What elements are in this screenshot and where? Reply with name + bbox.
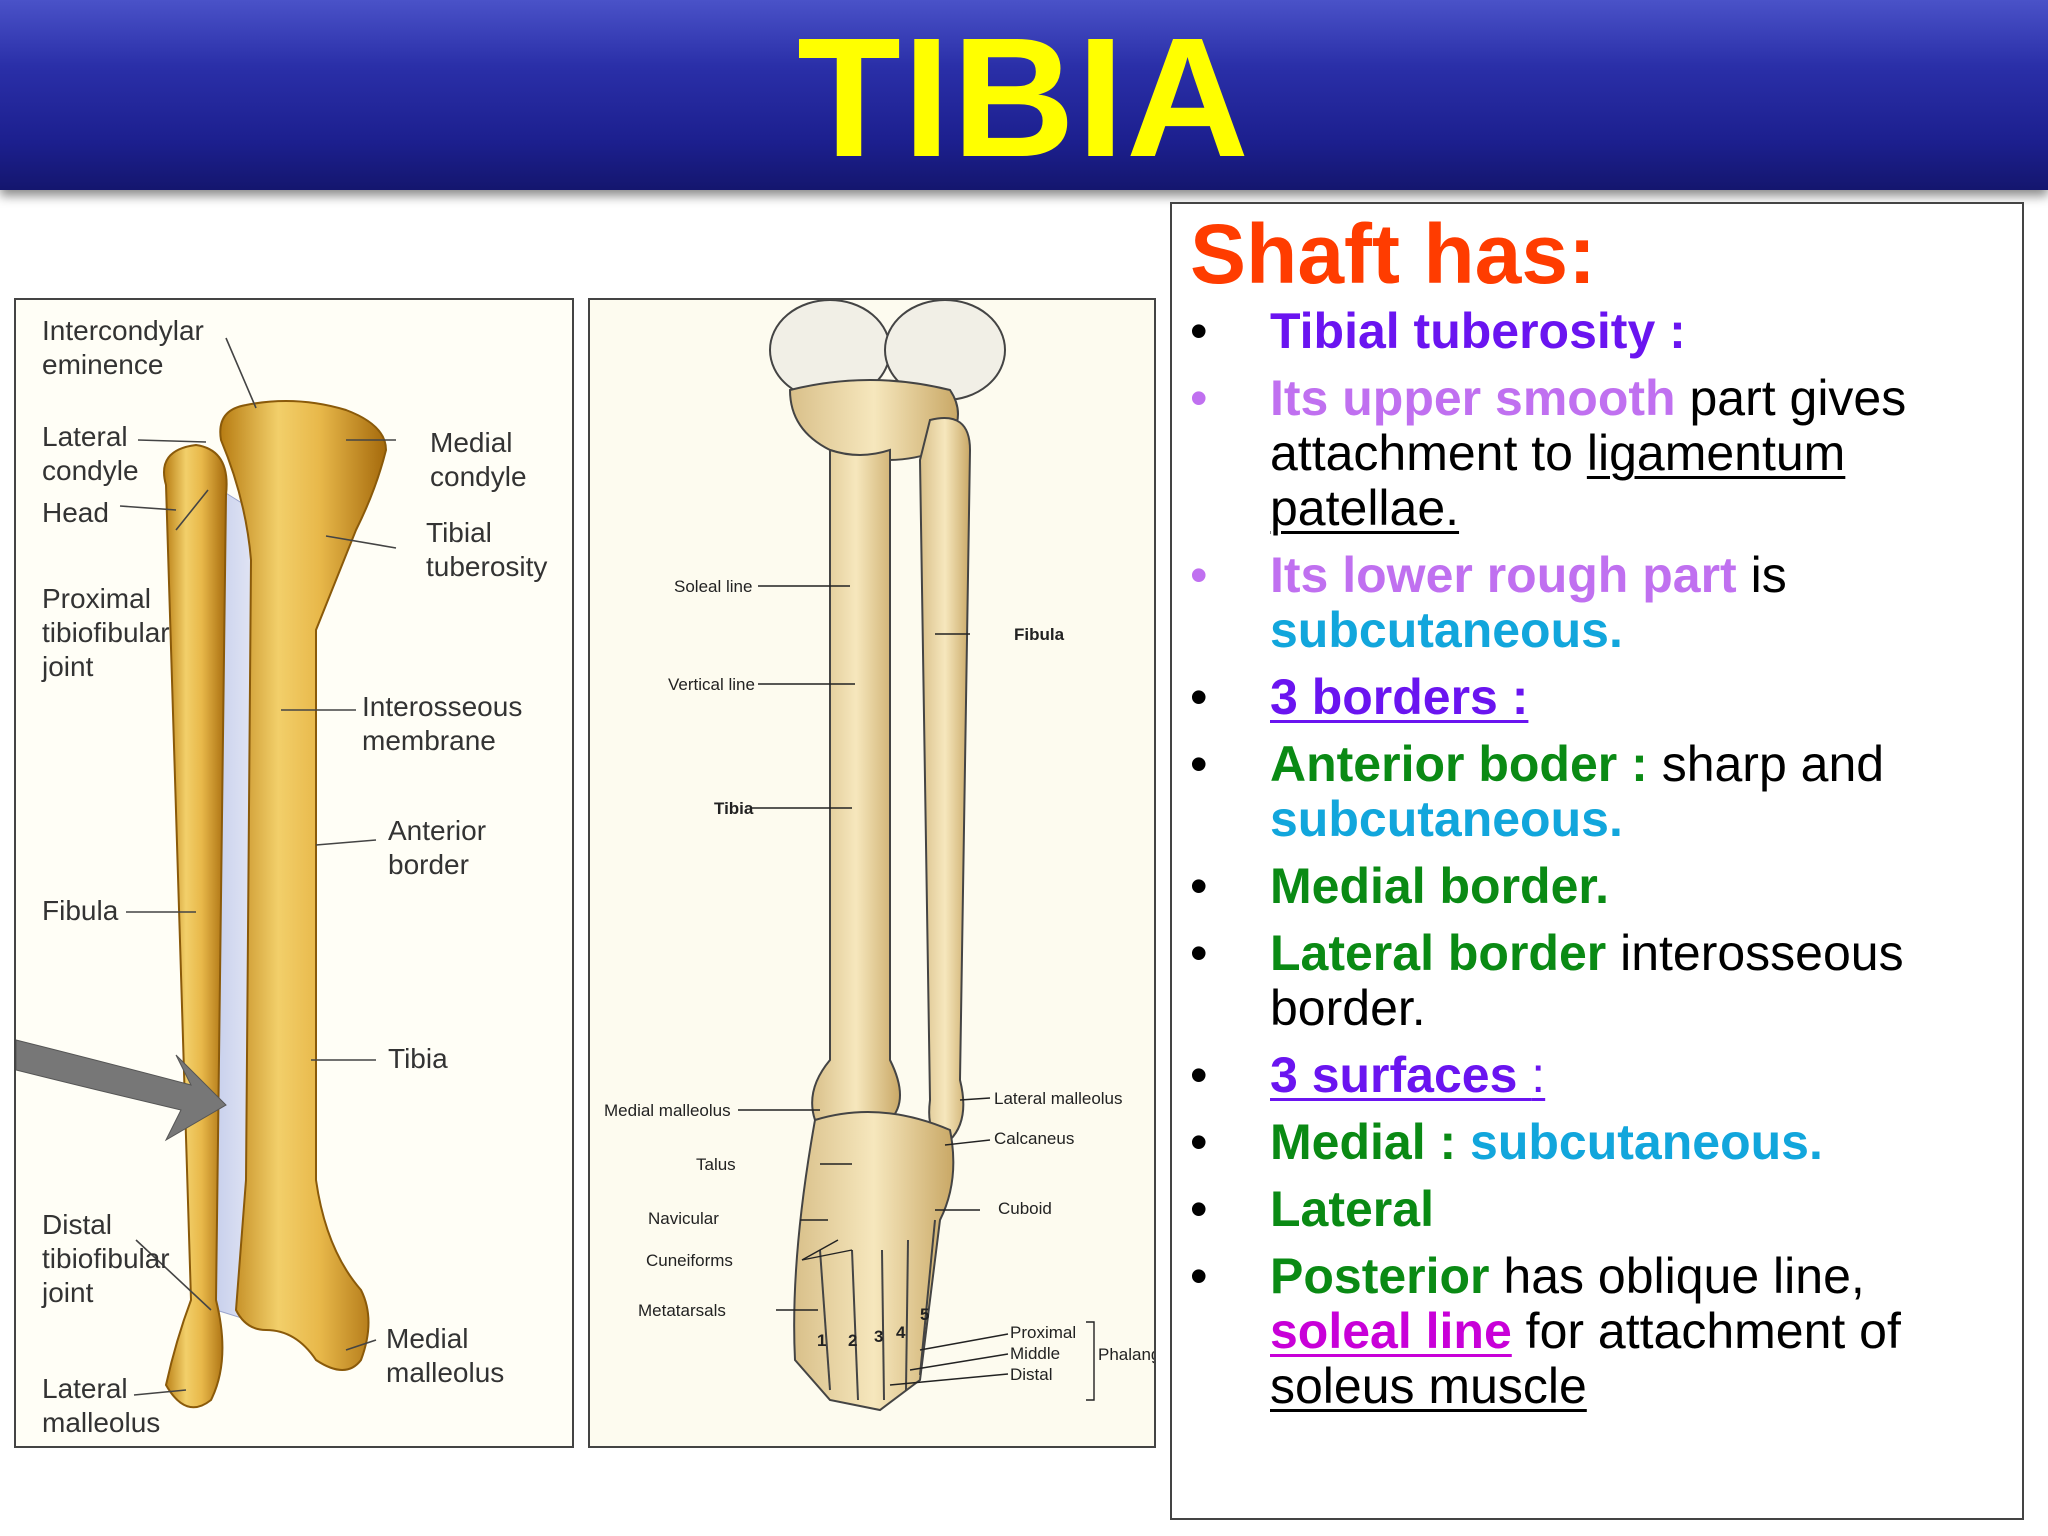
label-fibula: Fibula bbox=[42, 895, 119, 926]
bullet-text: Lateral bbox=[1270, 1181, 1434, 1237]
bullet-icon: • bbox=[1190, 925, 1208, 981]
bullet-text: has oblique line, bbox=[1489, 1248, 1865, 1304]
section-heading: Shaft has: bbox=[1190, 207, 1597, 301]
label-talus: Talus bbox=[696, 1155, 736, 1174]
bullet-text: 3 surfaces : bbox=[1270, 1047, 1545, 1103]
bullet-text: subcutaneous. bbox=[1270, 602, 1623, 658]
bullet-text: subcutaneous. bbox=[1270, 791, 1623, 847]
label-tibia: Tibia bbox=[714, 799, 754, 818]
label-metatarsals: Metatarsals bbox=[638, 1301, 726, 1320]
bullet-text: sharp and bbox=[1647, 736, 1885, 792]
label-lateral-malleolus: Lateral malleolus bbox=[994, 1089, 1123, 1108]
label-cuneiforms: Cuneiforms bbox=[646, 1251, 733, 1270]
bullet-text: soleal line bbox=[1270, 1303, 1512, 1359]
bullet-text: subcutaneous. bbox=[1470, 1114, 1823, 1170]
bullet-item: • Lateral bbox=[1172, 1182, 2022, 1237]
bullet-icon: • bbox=[1190, 303, 1208, 359]
bullet-item: • Posterior has oblique line, soleal line… bbox=[1172, 1249, 2022, 1414]
bullet-icon: • bbox=[1190, 669, 1208, 725]
bullet-icon: • bbox=[1190, 858, 1208, 914]
bullet-item: • Lateral border interosseous border. bbox=[1172, 926, 2022, 1036]
shaft-description-box: Shaft has: • Tibial tuberosity : • Its upp… bbox=[1170, 202, 2024, 1520]
bullet-item: • Its lower rough part is subcutaneous. bbox=[1172, 548, 2022, 658]
arrow-icon bbox=[16, 1039, 227, 1142]
label-navicular: Navicular bbox=[648, 1209, 719, 1228]
bullet-text: Medial : bbox=[1270, 1114, 1471, 1170]
bullet-item: • 3 borders : bbox=[1172, 670, 2022, 725]
bullet-item: • Tibial tuberosity : bbox=[1172, 304, 2022, 359]
bullet-item: • Its upper smooth part gives attachment … bbox=[1172, 371, 2022, 536]
bullet-text: Its upper smooth bbox=[1270, 370, 1676, 426]
bullet-text: Posterior bbox=[1270, 1248, 1490, 1304]
label-phalanges: Phalange bbox=[1098, 1345, 1154, 1364]
bullet-text: interosseous border. bbox=[1270, 925, 1904, 1036]
bullet-icon: • bbox=[1190, 1248, 1208, 1304]
label-tibial-tuberosity: Tibial tuberosity bbox=[426, 517, 548, 582]
bullet-text: Medial border. bbox=[1270, 858, 1609, 914]
label-medial-malleolus: Medial malleolus bbox=[386, 1323, 505, 1388]
bullet-text: Its lower rough part bbox=[1270, 547, 1737, 603]
label-vertical-line: Vertical line bbox=[668, 675, 755, 694]
label-intercondylar-eminence: Intercondylar eminence bbox=[42, 315, 204, 380]
bullet-icon: • bbox=[1190, 1114, 1208, 1170]
bullet-item: • Medial : subcutaneous. bbox=[1172, 1115, 2022, 1170]
fibula-bone bbox=[163, 443, 228, 1409]
bullet-icon: • bbox=[1190, 1181, 1208, 1237]
label-interosseous-membrane: Interosseous membrane bbox=[362, 691, 523, 756]
digit-label: 1 bbox=[817, 1331, 827, 1350]
bullet-text: Lateral border bbox=[1270, 925, 1607, 981]
bullet-text: Anterior boder : bbox=[1270, 736, 1648, 792]
bullet-text: 3 borders : bbox=[1270, 669, 1529, 725]
label-calcaneus: Calcaneus bbox=[994, 1129, 1075, 1148]
label-lateral-malleolus: Lateral malleolus bbox=[42, 1373, 161, 1438]
bullet-icon: • bbox=[1190, 736, 1208, 792]
tibia-shaft bbox=[811, 448, 901, 1126]
tibia-fibula-drawing bbox=[16, 337, 397, 1409]
tibia-bone bbox=[219, 400, 388, 1371]
leg-foot-illustration: Soleal line Vertical line Tibia Fibula M… bbox=[588, 298, 1156, 1448]
bullet-text: soleus muscle bbox=[1270, 1358, 1587, 1414]
label-distal-tibiofibular-joint: Distal tibiofibular joint bbox=[42, 1209, 170, 1308]
label-proximal-tibiofibular-joint: Proximal tibiofibular joint bbox=[42, 583, 170, 682]
bullet-text: part gives attachment to bbox=[1270, 370, 1907, 481]
title-bar: TIBIA bbox=[0, 0, 2048, 190]
label-anterior-border: Anterior border bbox=[388, 815, 487, 880]
bullet-icon: • bbox=[1190, 370, 1208, 426]
digit-label: 2 bbox=[848, 1331, 858, 1350]
digit-label: 3 bbox=[874, 1327, 884, 1346]
foot-bones bbox=[793, 1111, 955, 1412]
bullet-icon: • bbox=[1190, 1047, 1208, 1103]
slide-title: TIBIA bbox=[797, 3, 1251, 193]
label-fibula: Fibula bbox=[1014, 625, 1065, 644]
label-cuboid: Cuboid bbox=[998, 1199, 1052, 1218]
label-medial-condyle: Medial condyle bbox=[430, 427, 527, 492]
digit-label: 4 bbox=[896, 1323, 906, 1342]
label-soleal-line: Soleal line bbox=[674, 577, 753, 596]
leg-foot-drawing bbox=[738, 300, 1095, 1412]
bullet-item: • 3 surfaces : bbox=[1172, 1048, 2022, 1103]
bullet-item: • Anterior boder : sharp and subcutaneous… bbox=[1172, 737, 2022, 847]
bullet-text: is bbox=[1736, 547, 1787, 603]
bullet-text: Tibial tuberosity : bbox=[1270, 303, 1686, 359]
label-head: Head bbox=[42, 497, 109, 528]
bullet-icon: • bbox=[1190, 547, 1208, 603]
bullet-text: ligamentum patellae. bbox=[1270, 425, 1846, 536]
label-tibia: Tibia bbox=[388, 1043, 448, 1074]
label-medial-malleolus: Medial malleolus bbox=[604, 1101, 731, 1120]
bullet-text: for attachment of bbox=[1511, 1303, 1901, 1359]
tibia-fibula-illustration: Intercondylar eminence Lateral condyle H… bbox=[14, 298, 574, 1448]
bullet-text: 3 surfaces bbox=[1270, 1047, 1532, 1103]
fibula-shaft bbox=[918, 417, 972, 1142]
bullet-list: • Tibial tuberosity : • Its upper smooth p… bbox=[1172, 304, 2022, 1426]
label-phalanges-levels: Proximal Middle Distal bbox=[1010, 1323, 1077, 1384]
label-lateral-condyle: Lateral condyle bbox=[42, 421, 139, 486]
bullet-item: • Medial border. bbox=[1172, 859, 2022, 914]
bullet-text: : bbox=[1531, 1047, 1546, 1103]
digit-label: 5 bbox=[920, 1305, 930, 1324]
